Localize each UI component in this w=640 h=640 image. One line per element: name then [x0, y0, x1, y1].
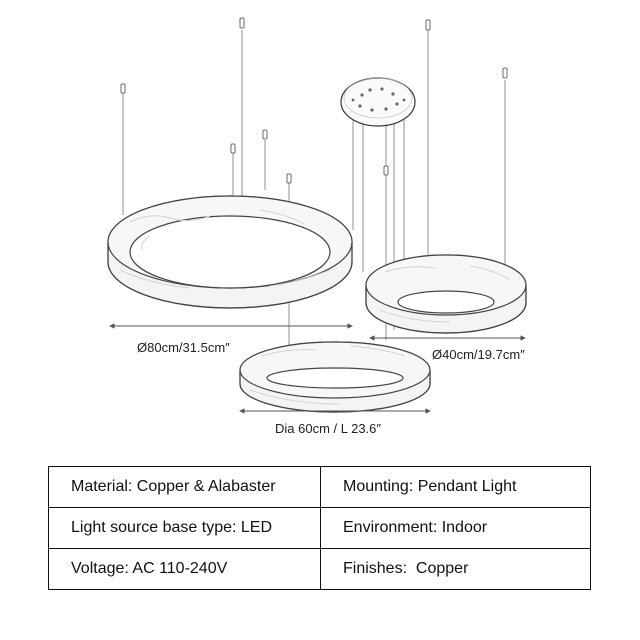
small-ring-dimension: Ø40cm/19.7cm″: [432, 347, 525, 362]
dimension-lines: [109, 323, 526, 414]
ceiling-canopy: [340, 77, 416, 127]
medium-ring: [239, 341, 431, 413]
small-ring: [365, 254, 527, 334]
table-row: Light source base type: LED Environment:…: [48, 507, 591, 549]
large-ring-dimension: Ø80cm/31.5cm″: [137, 340, 230, 355]
spec-light-source: Light source base type: LED: [48, 507, 321, 549]
spec-voltage: Voltage: AC 110-240V: [48, 548, 321, 590]
spec-mounting: Mounting: Pendant Light: [320, 466, 591, 508]
specifications-table: Material: Copper & Alabaster Mounting: P…: [48, 466, 591, 590]
table-row: Material: Copper & Alabaster Mounting: P…: [48, 466, 591, 508]
wire-caps: [120, 17, 508, 184]
spec-material: Material: Copper & Alabaster: [48, 466, 321, 508]
spec-environment: Environment: Indoor: [320, 507, 591, 549]
large-ring: [107, 195, 353, 309]
chandelier-drawing: [107, 17, 527, 414]
spec-finishes: Finishes: Copper: [320, 548, 591, 590]
medium-ring-dimension: Dia 60cm / L 23.6″: [275, 421, 382, 436]
table-row: Voltage: AC 110-240V Finishes: Copper: [48, 548, 591, 590]
